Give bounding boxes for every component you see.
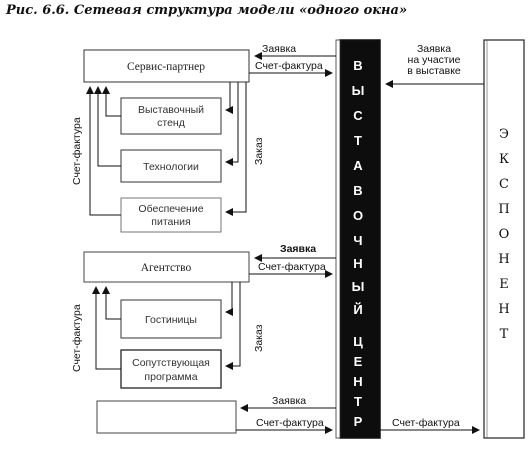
participation-request-label-3: в выставке [407, 65, 461, 77]
technologies-label: Технологии [143, 161, 199, 173]
exhibitor-letter: Э [499, 127, 509, 142]
hotels-box [120, 299, 222, 339]
participation-request-label-1: Заявка [417, 43, 451, 55]
invoice-label-mid: Счет-фактура [258, 261, 326, 273]
figure-title: Рис. 6.6. Сетевая структура модели «одно… [6, 3, 408, 18]
center-letter: А [353, 158, 363, 173]
exhibition-center-letters: В Ы С Т А В О Ч Н Ы Й Ц Е Н Т Р [352, 58, 365, 429]
exhibition-center-column [339, 39, 381, 439]
center-letter: Р [354, 414, 363, 429]
center-letter: Ы [352, 83, 365, 98]
exhibitor-letter: П [498, 202, 509, 217]
center-letter: О [353, 208, 363, 223]
agency-label: Агентство [141, 262, 192, 274]
program-label: Сопутствующая [132, 357, 210, 369]
catering-box [120, 197, 222, 233]
invoice-label-exhibitor: Счет-фактура [392, 417, 460, 429]
catering-label-2: питания [151, 216, 190, 228]
exhibitor-column [483, 39, 525, 439]
request-label-mid: Заявка [280, 243, 316, 255]
catering-label: Обеспечение [138, 203, 203, 215]
program-box [120, 349, 222, 389]
center-letter: Ч [353, 233, 362, 248]
exhibitor-letter: С [499, 177, 509, 192]
center-letter: Т [354, 394, 362, 409]
center-letter: Ц [353, 334, 363, 349]
exhibitor-letter: Е [499, 277, 509, 292]
center-letter: В [353, 183, 362, 198]
invoice-label-top: Счет-фактура [255, 60, 323, 72]
exhibition-stand-label: Выставочный [138, 104, 204, 116]
exhibitor-letter: Т [500, 327, 509, 342]
center-letter: В [353, 58, 362, 73]
center-letter: Ы [352, 279, 365, 294]
participation-request-label-2: на участие [408, 54, 461, 66]
exhibitor-letter: Н [498, 252, 509, 267]
bottom-empty-box [96, 400, 237, 434]
hotels-label: Гостиницы [145, 314, 197, 326]
order-vertical-label-mid: Заказ [253, 324, 265, 352]
exhibitor-letter: К [499, 152, 509, 167]
exhibition-stand-label-2: стенд [157, 117, 185, 129]
exhibition-stand-box [120, 97, 222, 135]
invoice-vertical-label-mid: Счет-фактура [71, 304, 83, 372]
program-label-2: программа [144, 371, 197, 383]
order-vertical-label-top: Заказ [253, 137, 265, 165]
exhibitor-letters: Э К С П О Н Е Н Т [498, 127, 509, 342]
center-letter: С [353, 108, 363, 123]
service-partner-box [83, 49, 250, 83]
exhibitor-letter: О [499, 227, 510, 242]
invoice-vertical-label-top: Счет-фактура [71, 117, 83, 185]
invoice-label-bottom: Счет-фактура [256, 417, 324, 429]
center-letter: Т [354, 133, 362, 148]
request-label-bottom: Заявка [272, 395, 306, 407]
request-label-top: Заявка [262, 43, 296, 55]
center-letter: Е [354, 354, 363, 369]
center-letter: Н [353, 374, 362, 389]
center-letter: Й [353, 302, 362, 317]
agency-box [83, 251, 250, 283]
center-letter: Н [353, 256, 362, 271]
exhibitor-letter: Н [498, 302, 509, 317]
service-partner-label: Сервис-партнер [127, 61, 205, 73]
